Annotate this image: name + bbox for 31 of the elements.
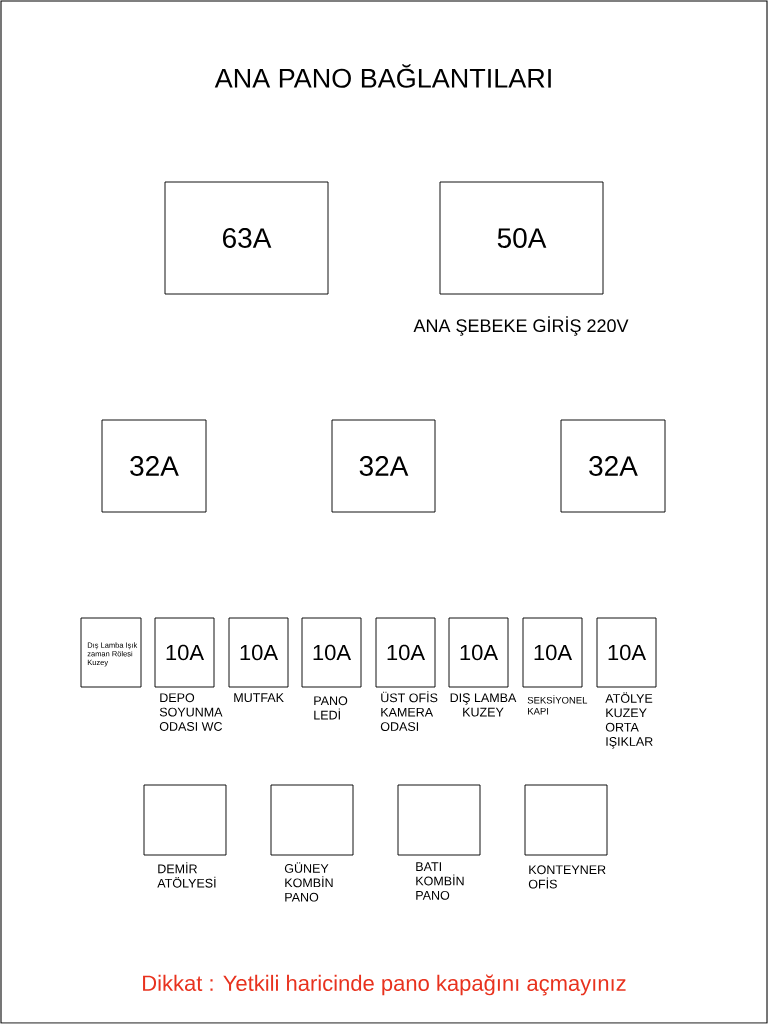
breaker-box: 10A [154, 617, 215, 688]
circuit-label: PANO LEDİ [314, 696, 348, 720]
breaker-box: 50A [439, 181, 604, 295]
circuit-label: ÜST OFİS KAMERA ODASI [380, 691, 438, 731]
warning-note: Dikkat : Yetkili haricinde pano kapağını açmayınız [143, 974, 626, 996]
circuit-label: GÜNEY KOMBİN PANO [284, 862, 333, 902]
empty-box [143, 784, 227, 856]
circuit-label: SEKSİYONEL KAPI [527, 695, 588, 715]
empty-box [397, 784, 481, 856]
relay-box [80, 617, 142, 688]
circuit-label: BATI KOMBİN PANO [416, 862, 464, 900]
breaker-box: 32A [331, 419, 436, 513]
breaker-box: 10A [228, 617, 289, 688]
breaker-box: 32A [560, 419, 666, 513]
circuit-label: DEMİR ATÖLYESİ [157, 862, 216, 888]
breaker-box: 10A [301, 617, 362, 688]
circuit-label: KONTEYNER OFİS [528, 865, 606, 889]
breaker-box: 10A [448, 617, 509, 688]
breaker-box: 10A [596, 617, 657, 688]
empty-box [270, 784, 354, 856]
circuit-label: ANA ŞEBEKE GİRİŞ 220V [413, 316, 629, 336]
circuit-label: MUTFAK [234, 693, 284, 702]
title: ANA PANO BAĞLANTILARI [214, 64, 551, 88]
breaker-box: 10A [522, 617, 583, 688]
breaker-box: 32A [101, 419, 207, 513]
circuit-label: DIŞ LAMBA KUZEY [450, 693, 517, 717]
breaker-box: 10A [375, 617, 436, 688]
empty-box [524, 784, 608, 856]
circuit-label: ATÖLYE KUZEY ORTA IŞIKLAR [605, 692, 653, 749]
breaker-box: 63A [164, 181, 329, 295]
circuit-label: DEPO SOYUNMA ODASI WC [159, 693, 223, 731]
